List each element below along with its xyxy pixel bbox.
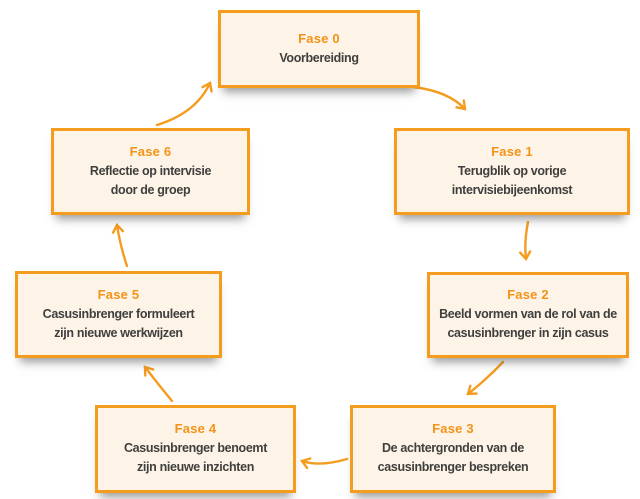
- phase-label: Fase 2: [507, 287, 549, 303]
- phase-description: De achtergronden van de casusinbrenger b…: [377, 441, 529, 474]
- arrow-fase3-to-fase4-icon: [300, 457, 349, 470]
- phase-description: Beeld vormen van de rol van de casusinbr…: [439, 307, 617, 340]
- arrow-fase5-to-fase6-icon: [111, 222, 129, 268]
- phase-label: Fase 3: [432, 421, 474, 437]
- arrow-fase6-to-fase0-icon: [155, 81, 213, 127]
- phase-description: Voorbereiding: [279, 50, 359, 65]
- phase-description: Casusinbrenger benoemt zijn nieuwe inzic…: [123, 441, 268, 474]
- phase-box-fase-2: Fase 2 Beeld vormen van de rol van de ca…: [427, 272, 629, 358]
- arrow-fase0-to-fase1-icon: [411, 85, 467, 111]
- phase-label: Fase 4: [174, 421, 217, 437]
- phase-box-fase-5: Fase 5 Casusinbrenger formuleert zijn ni…: [15, 271, 222, 358]
- phase-label: Fase 5: [97, 286, 140, 302]
- arrow-fase2-to-fase3-icon: [466, 360, 505, 396]
- phase-box-fase-4: Fase 4 Casusinbrenger benoemt zijn nieuw…: [95, 405, 296, 493]
- arrow-fase1-to-fase2-icon: [519, 220, 532, 262]
- phase-box-fase-3: Fase 3 De achtergronden van de casusinbr…: [350, 405, 556, 493]
- phase-description: Terugblik op vorige intervisiebijeenkoms…: [451, 163, 573, 197]
- phase-label: Fase 1: [491, 143, 533, 159]
- phase-description: Reflectie op intervisie door de groep: [89, 163, 212, 197]
- phase-box-fase-1: Fase 1 Terugblik op vorige intervisiebij…: [394, 128, 630, 215]
- arrow-fase4-to-fase5-icon: [143, 365, 174, 403]
- phase-box-fase-0: Fase 0 Voorbereiding: [218, 10, 420, 88]
- phase-label: Fase 0: [298, 30, 340, 46]
- phase-box-fase-6: Fase 6 Reflectie op intervisie door de g…: [51, 128, 250, 215]
- phase-label: Fase 6: [129, 143, 172, 159]
- phase-description: Casusinbrenger formuleert zijn nieuwe we…: [42, 306, 195, 340]
